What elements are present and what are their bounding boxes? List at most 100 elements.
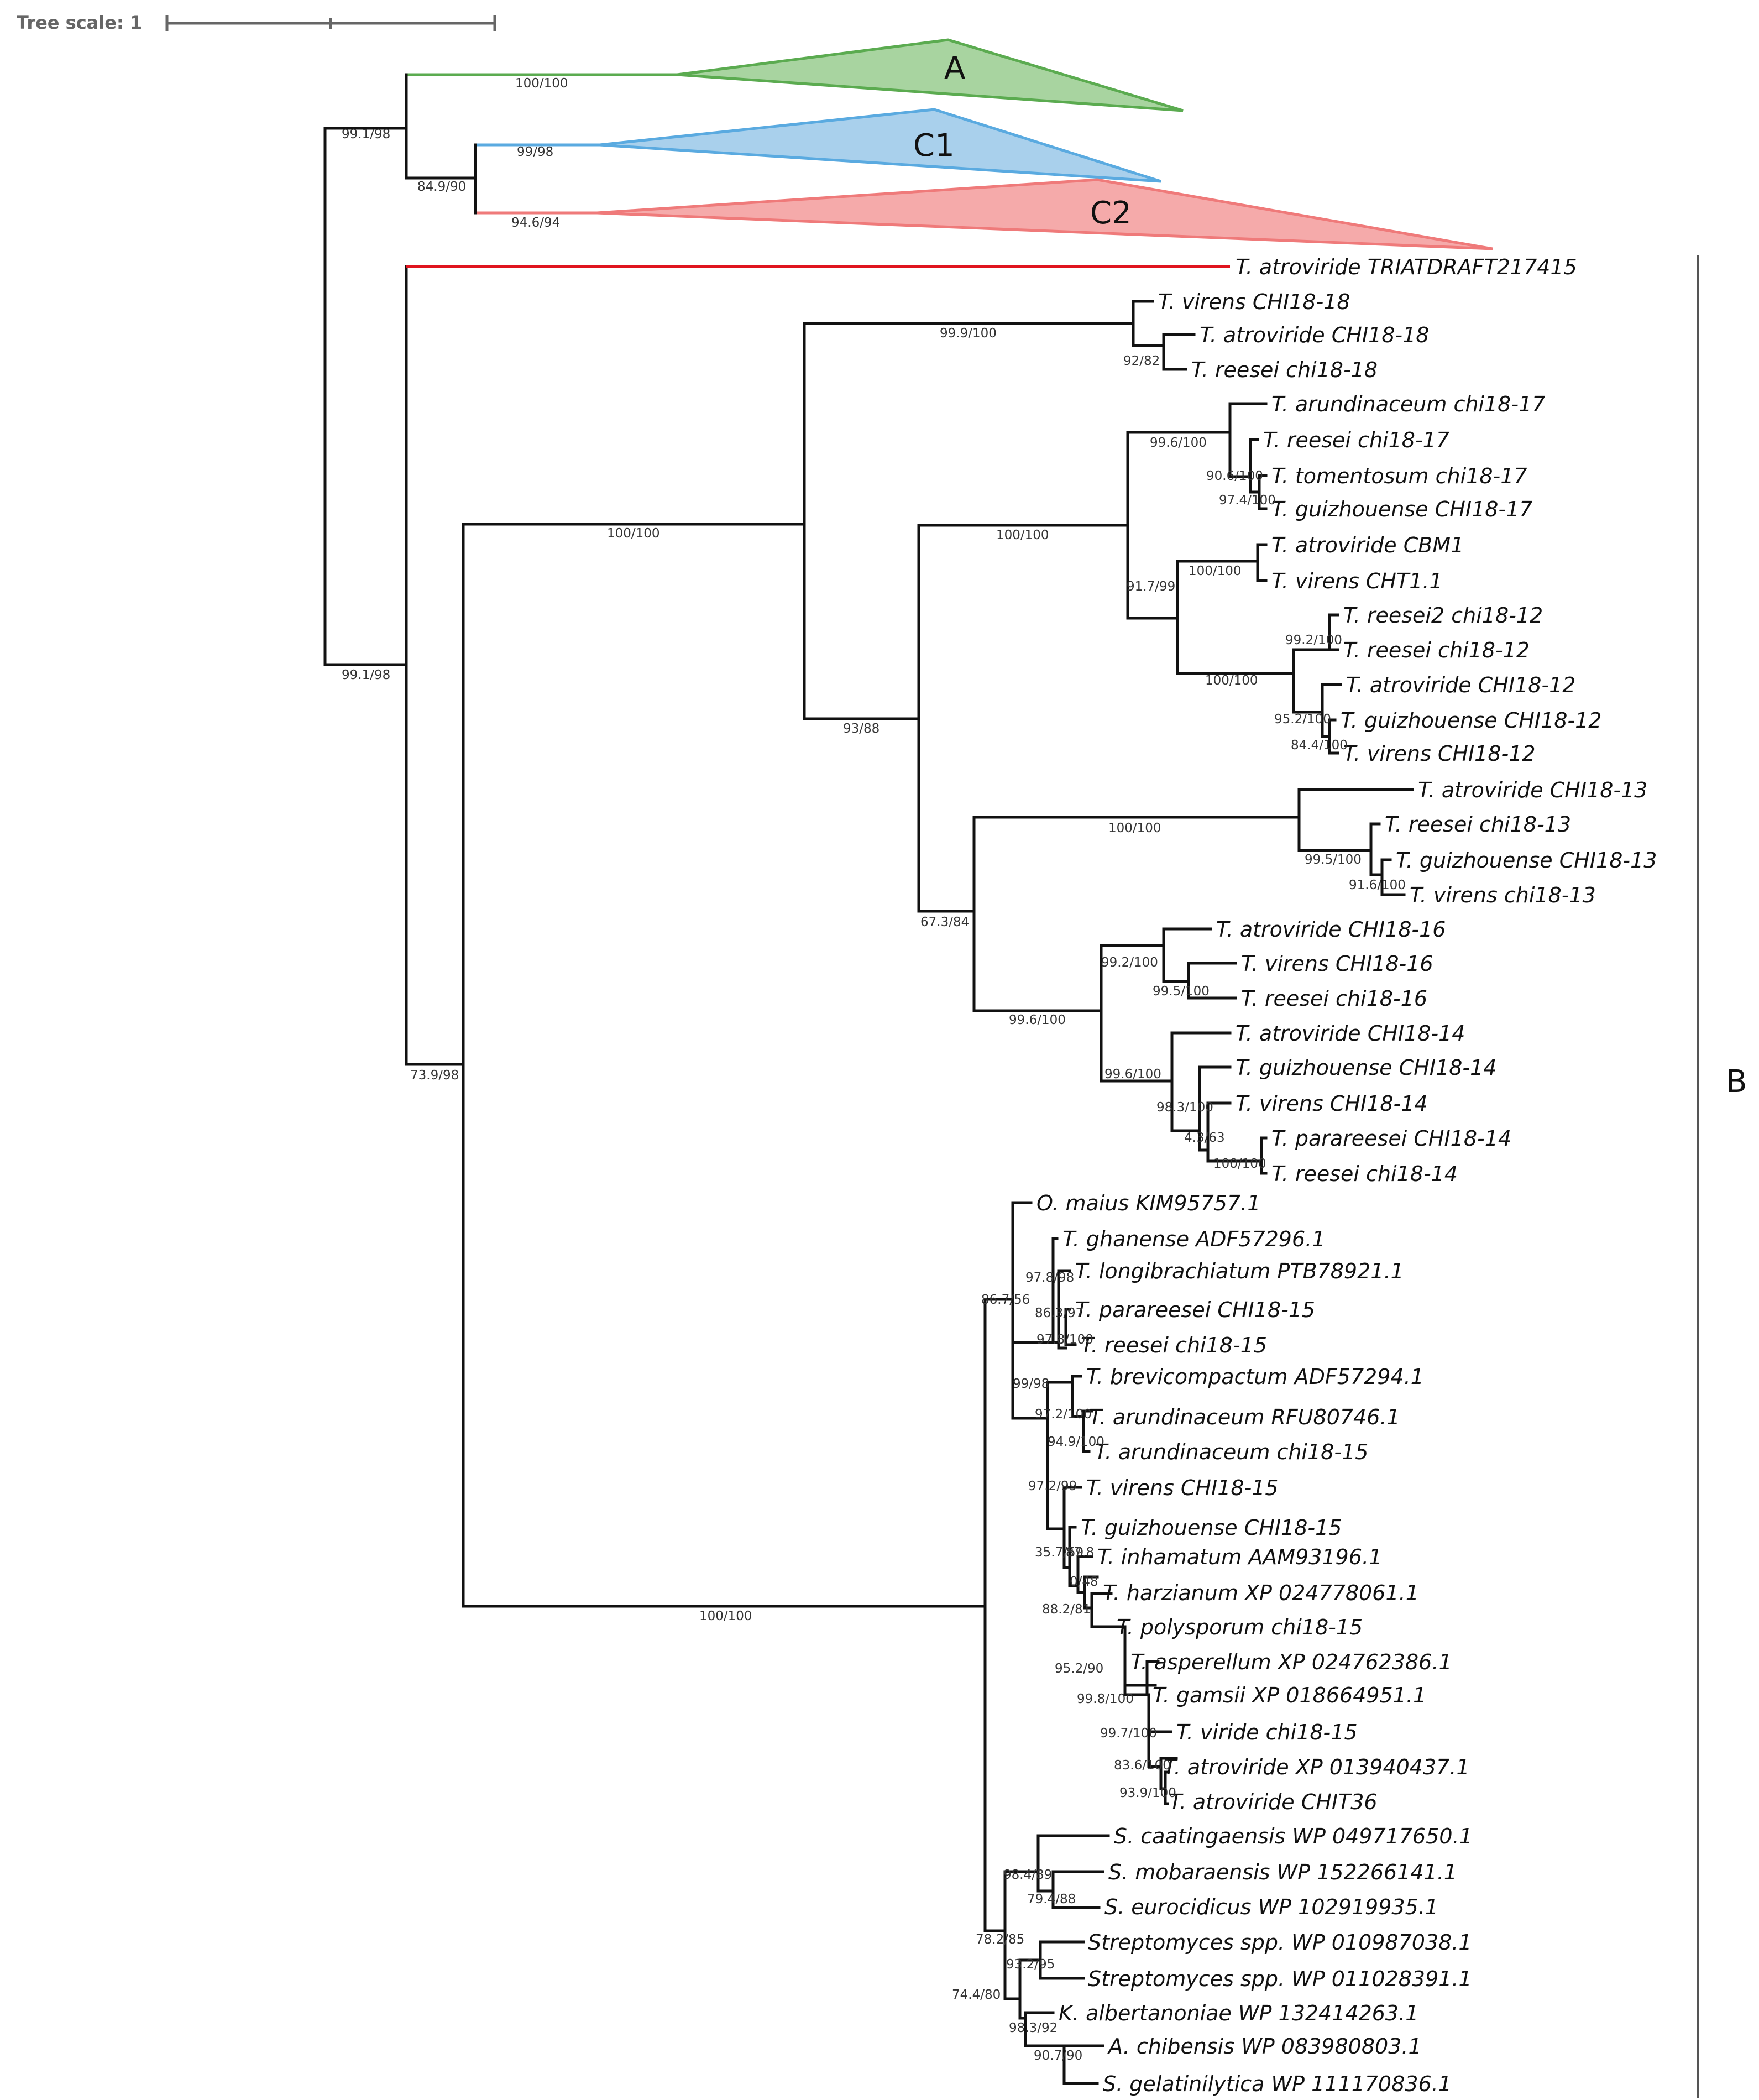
leaf-label: T. atroviride XP 013940437.1 xyxy=(1164,1755,1470,1779)
support-value: 97.4/100 xyxy=(1219,493,1276,508)
leaf-label: T. tomentosum chi18-17 xyxy=(1271,464,1527,488)
leaf-label: T. parareesei CHI18-14 xyxy=(1271,1126,1511,1151)
leaf-label: T. virens CHI18-16 xyxy=(1241,952,1433,976)
leaf-label: T. brevicompactum ADF57294.1 xyxy=(1086,1365,1424,1389)
leaf-label: T. guizhouense CHI18-14 xyxy=(1236,1056,1496,1080)
clade-c1-label: C1 xyxy=(913,128,955,164)
leaf-label: T. parareesei CHI18-15 xyxy=(1075,1298,1315,1322)
leaf-label: Streptomyces spp. WP 010987038.1 xyxy=(1088,1930,1472,1955)
support-value: 98.3/92 xyxy=(1009,2021,1058,2035)
tree-scale: Tree scale: 1 xyxy=(17,12,496,33)
clade-c2-label: C2 xyxy=(1090,195,1132,231)
support-value: 84.9/90 xyxy=(417,180,466,194)
leaf-label: T. atroviride CHI18-18 xyxy=(1200,323,1429,347)
support-value: 100/100 xyxy=(996,528,1049,542)
leaf-label: T. reesei chi18-18 xyxy=(1191,358,1378,382)
support-value: 99.8/100 xyxy=(1077,1692,1134,1706)
support-value: 93.2/95 xyxy=(1006,1957,1055,1972)
support-value: 99.5/100 xyxy=(1153,984,1210,999)
clade-a-label: A xyxy=(944,50,965,86)
clade-c2: C2 xyxy=(475,178,1493,250)
leaf-label: T. inhamatum AAM93196.1 xyxy=(1097,1545,1382,1569)
support-value: 100/100 xyxy=(607,526,660,541)
leaf-label: T. virens CHI18-18 xyxy=(1158,290,1350,314)
support-value: 99.2/100 xyxy=(1101,955,1158,970)
leaf-label: O. maius KIM95757.1 xyxy=(1036,1191,1260,1215)
support-value: 79.4/88 xyxy=(1027,1892,1076,1906)
support-value: 90.7/90 xyxy=(1034,2049,1082,2063)
support-value: 67.3/84 xyxy=(920,915,969,929)
clade-c1-triangle xyxy=(599,108,1161,183)
support-value: 99.6/100 xyxy=(1150,436,1207,450)
leaf-label: T. gamsii XP 018664951.1 xyxy=(1153,1683,1426,1707)
leaf-label: T. atroviride CHI18-13 xyxy=(1418,778,1647,802)
leaf-label: T. harzianum XP 024778061.1 xyxy=(1103,1581,1419,1605)
group-b-label: B xyxy=(1726,1064,1747,1100)
leaf-label: T. reesei chi18-12 xyxy=(1343,638,1530,662)
leaf-label: T. ghanense ADF57296.1 xyxy=(1062,1227,1325,1251)
support-value: 99.1/98 xyxy=(342,668,390,682)
leaf-label: T. atroviride CHIT36 xyxy=(1169,1790,1378,1814)
leaf-label: Streptomyces spp. WP 011028391.1 xyxy=(1088,1967,1472,1991)
clade-c1: C1 xyxy=(475,108,1161,183)
support-value: 91.7/99 xyxy=(1127,579,1175,594)
leaf-label: T. guizhouense CHI18-13 xyxy=(1396,848,1657,873)
support-value: 99/98 xyxy=(1013,1377,1049,1391)
support-value: 100/100 xyxy=(1205,673,1258,688)
leaf-label: T. atroviride TRIATDRAFT217415 xyxy=(1236,255,1577,279)
support-value: 83.6/100 xyxy=(1114,1758,1171,1773)
support-value: 74.4/80 xyxy=(952,1988,1001,2002)
support-value: 91.6/100 xyxy=(1349,878,1406,892)
leaf-label: T. reesei chi18-16 xyxy=(1241,986,1427,1011)
support-value: 97.8/98 xyxy=(1025,1271,1074,1285)
leaf-label: T. viride chi18-15 xyxy=(1176,1720,1358,1744)
support-value: 88.2/81 xyxy=(1042,1602,1091,1617)
leaf-label: T. reesei2 chi18-12 xyxy=(1343,603,1543,628)
leaf-label: T. guizhouense CHI18-17 xyxy=(1271,497,1532,521)
support-value: 35.7/59 xyxy=(1035,1545,1083,1560)
support-value: 100/100 xyxy=(1189,564,1242,578)
branch xyxy=(1123,1684,1149,1696)
support-value: 86.3/97 xyxy=(1035,1306,1083,1320)
leaf-label: T. virens chi18-13 xyxy=(1410,883,1596,907)
leaf-label: T. virens CHI18-12 xyxy=(1343,741,1536,766)
support-value: 97.2/100 xyxy=(1035,1407,1092,1422)
leaf-label: T. polysporum chi18-15 xyxy=(1117,1615,1363,1639)
leaf-label: T. reesei chi18-13 xyxy=(1385,812,1571,837)
support-value: 87.8 xyxy=(1066,1545,1094,1560)
support-value: 93/88 xyxy=(843,722,880,736)
support-values: 100/100 99/98 94.6/94 99.1/98 84.9/90 99… xyxy=(342,76,1406,2063)
support-value: 94.6/94 xyxy=(511,216,560,230)
tree-branches xyxy=(323,73,1414,2085)
leaf-label: T. guizhouense CHI18-12 xyxy=(1341,708,1601,733)
clade-c2-triangle xyxy=(596,178,1493,250)
leaf-label: T. virens CHI18-14 xyxy=(1236,1091,1428,1116)
support-value: 90.6/100 xyxy=(1206,469,1263,483)
support-value: 84.4/100 xyxy=(1291,738,1348,753)
support-value: 99.6/100 xyxy=(1104,1067,1161,1082)
leaf-label: S. caatingaensis WP 049717650.1 xyxy=(1114,1824,1473,1848)
support-value: 99/98 xyxy=(517,145,553,159)
support-value: 98.4/89 xyxy=(1003,1868,1052,1882)
support-value: 86.7/56 xyxy=(981,1293,1030,1307)
support-value: 100/100 xyxy=(1108,821,1161,835)
leaf-label: S. eurocidicus WP 102919935.1 xyxy=(1104,1895,1438,1919)
leaf-label: T. atroviride CHI18-12 xyxy=(1346,673,1575,697)
support-value: 98.3/100 xyxy=(1156,1100,1213,1115)
support-value: 4.3/63 xyxy=(1184,1131,1225,1145)
leaf-label: T. virens CHI18-15 xyxy=(1086,1476,1279,1500)
support-value: 95.2/100 xyxy=(1274,712,1331,727)
leaf-label: T. atroviride CHI18-14 xyxy=(1236,1021,1465,1046)
leaf-label: K. albertanoniae WP 132414263.1 xyxy=(1059,2001,1418,2025)
support-value: 100/100 xyxy=(515,76,568,91)
support-value: 100/100 xyxy=(1213,1157,1266,1171)
support-value: 99.7/100 xyxy=(1100,1726,1157,1741)
leaf-label: S. gelatinilytica WP 111170836.1 xyxy=(1103,2072,1452,2096)
support-value: 78.2/85 xyxy=(976,1932,1024,1947)
support-value: 99.2/100 xyxy=(1285,633,1342,647)
support-value: 99.1/98 xyxy=(342,127,390,142)
support-value: 92/82 xyxy=(1123,354,1160,368)
support-value: 100/100 xyxy=(699,1609,752,1623)
tree-scale-label: Tree scale: 1 xyxy=(17,12,142,33)
